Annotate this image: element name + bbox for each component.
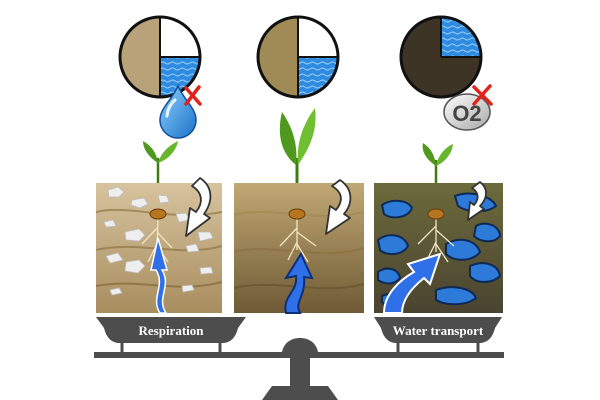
water-drop-icon xyxy=(159,84,197,139)
scale-base xyxy=(262,386,338,400)
red-cross-icon xyxy=(184,85,202,106)
red-cross-icon xyxy=(472,84,493,106)
seedling-middle xyxy=(279,108,316,183)
respiration-label: Respiration xyxy=(138,323,204,338)
air-pores xyxy=(103,186,214,296)
seedling-left xyxy=(143,141,178,183)
pie-dry-soil xyxy=(118,15,202,99)
pie-optimal-soil xyxy=(256,15,340,99)
seed-icon xyxy=(149,208,445,220)
roots xyxy=(141,217,455,263)
scale-beam xyxy=(94,352,504,358)
water-arrow-icon xyxy=(150,237,442,314)
pie-wet-soil xyxy=(399,15,483,99)
balance-scale-icon xyxy=(94,317,504,400)
o2-label: O2 xyxy=(452,101,481,126)
air-arrow-icon xyxy=(185,177,487,237)
seedling-right xyxy=(422,143,453,183)
o2-bubble-icon: O2 xyxy=(443,93,491,131)
scale-pivot xyxy=(282,338,318,352)
right-pan xyxy=(374,317,502,343)
water-transport-label: Water transport xyxy=(392,323,484,338)
left-pan xyxy=(96,317,246,343)
